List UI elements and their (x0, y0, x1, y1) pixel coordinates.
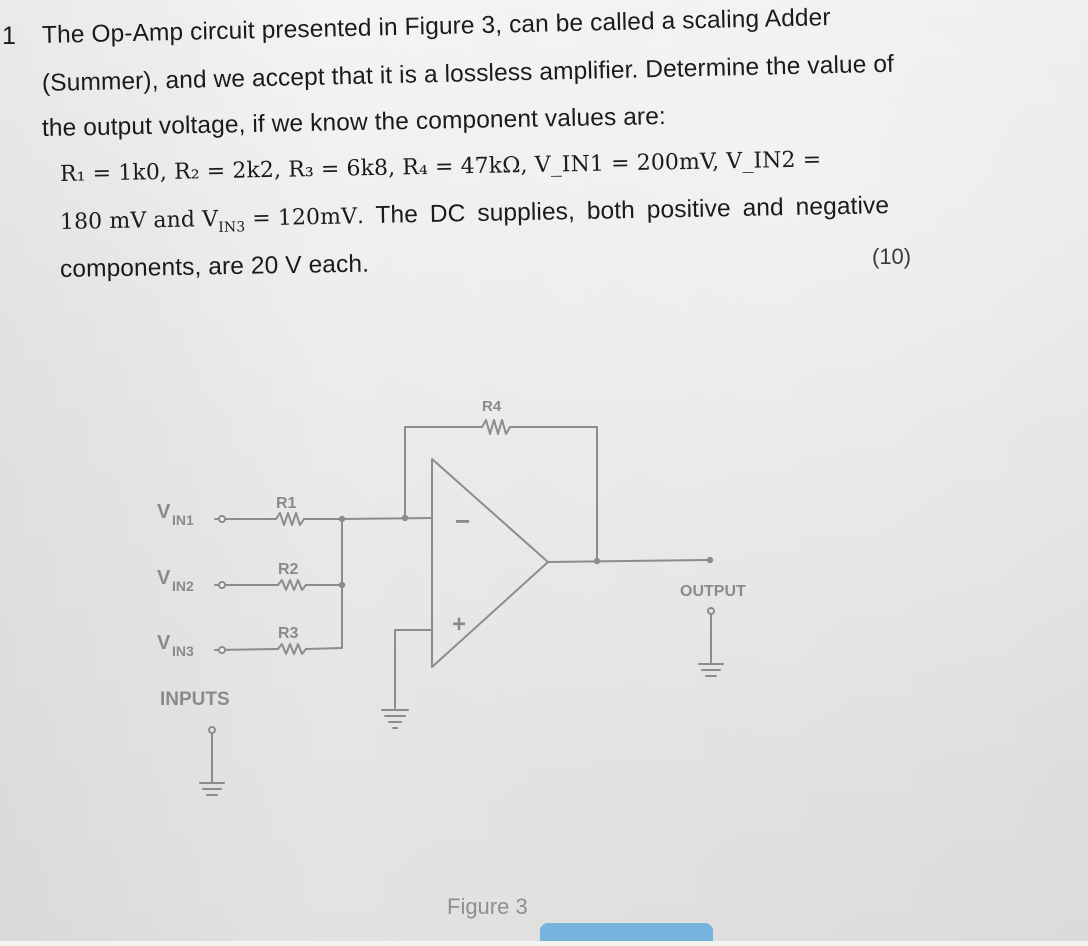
vin1-label-sub: IN1 (172, 512, 194, 528)
opamp-minus-sign: − (455, 506, 470, 536)
r4-label: R4 (482, 398, 502, 415)
r4-resistor (481, 419, 511, 435)
ground-symbol-output (698, 613, 724, 677)
junction-r2 (338, 581, 346, 589)
output-wire (547, 559, 709, 563)
question-block: 1 The Op-Amp circuit presented in Figure… (0, 0, 1088, 300)
r2-resistor (277, 579, 307, 591)
figure-caption: Figure 3 (447, 894, 528, 919)
opamp-triangle (431, 458, 549, 668)
inverting-input-wire (341, 517, 433, 520)
output-label: OUTPUT (680, 583, 746, 600)
r3-resistor (277, 643, 307, 655)
opamp-plus-sign: + (452, 611, 466, 638)
r1-label: R1 (276, 495, 297, 512)
vin1-label-main: V (157, 501, 171, 523)
vin3-label-main: V (157, 632, 171, 654)
vin2-label-sub: IN2 (172, 578, 194, 594)
output-terminal (706, 556, 714, 564)
junction-feedback (401, 514, 409, 522)
marks-label: (10) (872, 244, 912, 269)
feedback-wire-left (404, 426, 483, 519)
r1-resistor (275, 512, 305, 526)
question-number: 1 (2, 22, 16, 50)
ground-symbol-inputs (199, 732, 225, 796)
blue-tab-bar (540, 923, 713, 941)
vin2-label-main: V (157, 567, 171, 589)
junction-output (593, 557, 601, 565)
r3-label: R3 (278, 625, 299, 642)
r2-label: R2 (278, 561, 299, 578)
junction-r1 (338, 515, 346, 523)
feedback-wire-right (509, 426, 598, 563)
ground-symbol-opamp (381, 709, 409, 729)
noninverting-input-wire (394, 629, 433, 709)
vin3-label-sub: IN3 (172, 643, 194, 659)
inputs-label: INPUTS (160, 689, 230, 710)
